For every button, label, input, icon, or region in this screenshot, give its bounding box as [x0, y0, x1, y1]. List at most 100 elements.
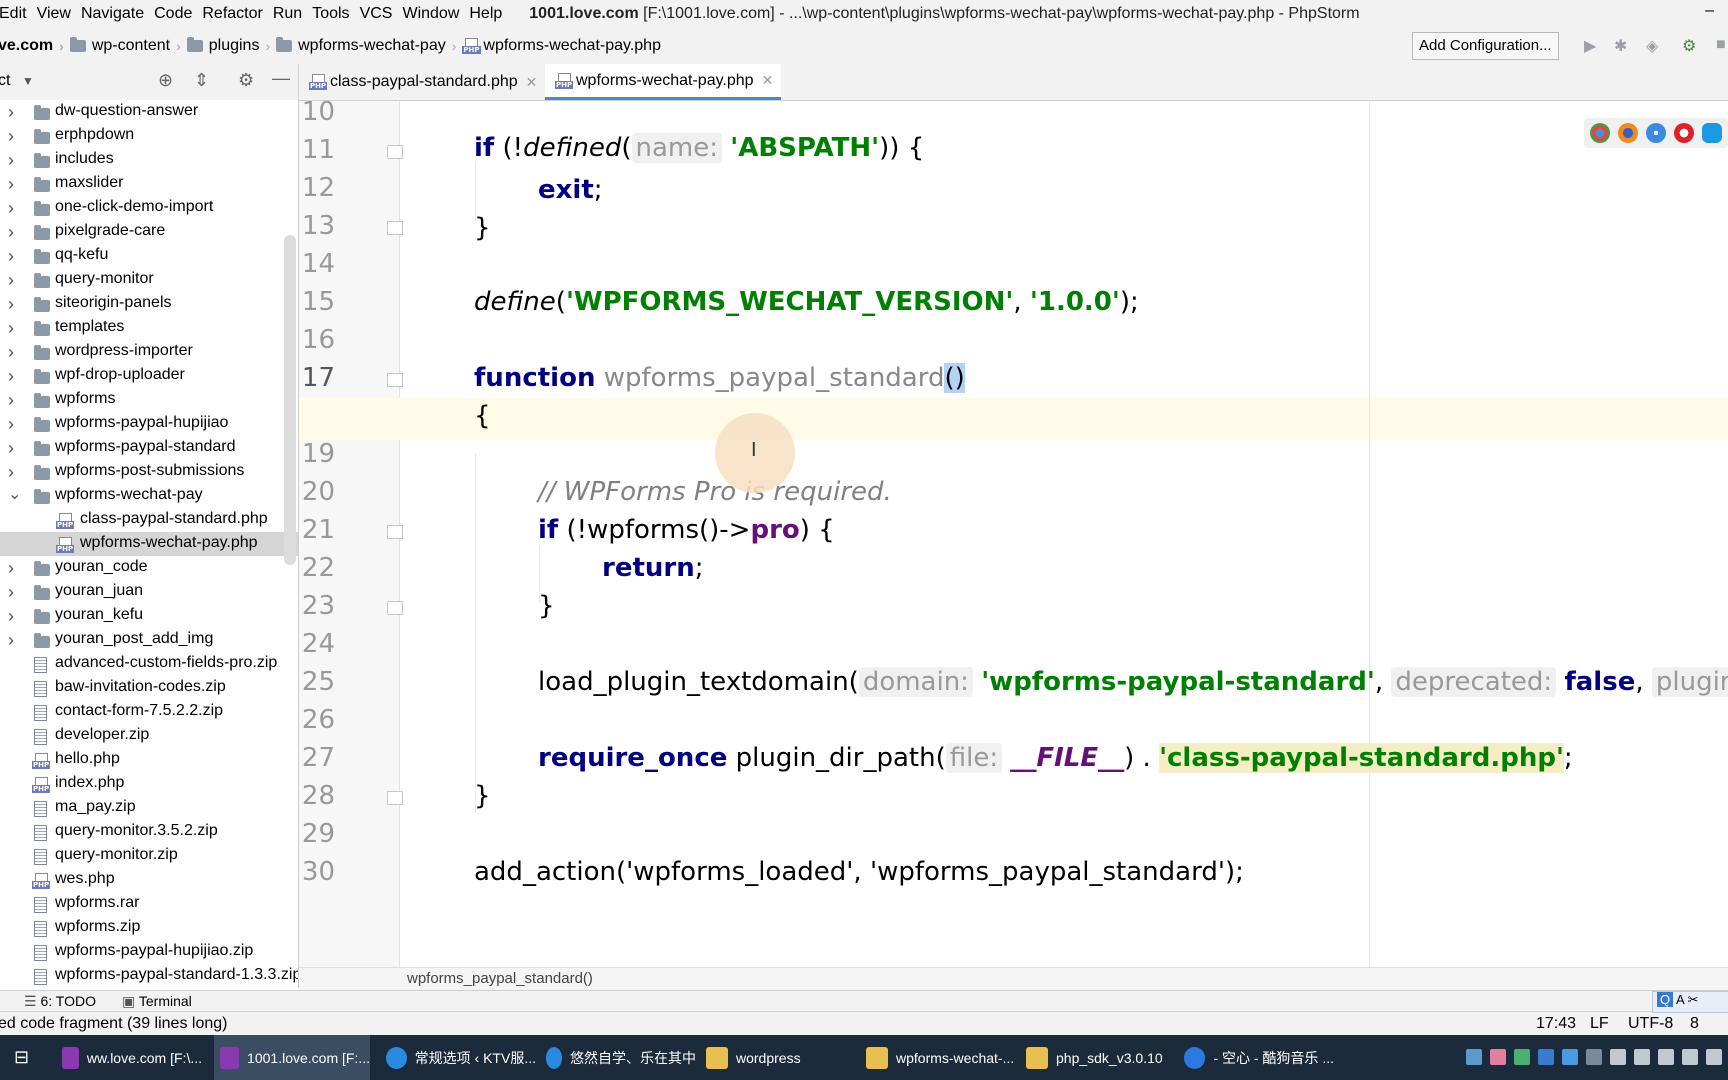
- tab-wpforms-wechat-pay[interactable]: PHP wpforms-wechat-pay.php ✕: [545, 64, 781, 100]
- chevron-right-icon[interactable]: ›: [8, 149, 14, 170]
- firefox-icon[interactable]: [1618, 123, 1638, 143]
- taskbar-item-music[interactable]: - 空心 - 酷狗音乐 ...: [1178, 1035, 1334, 1080]
- chevron-right-icon[interactable]: ›: [8, 557, 14, 578]
- run-icon[interactable]: ▶: [1584, 38, 1597, 55]
- collapse-icon[interactable]: ⇕: [194, 70, 210, 90]
- taskbar-item-phpstorm-2[interactable]: 1001.love.com [F:...: [214, 1035, 370, 1080]
- tree-item[interactable]: ›wpforms: [0, 388, 298, 412]
- chevron-right-icon[interactable]: ›: [8, 101, 14, 122]
- taskbar-item-phpstorm-1[interactable]: ww.love.com [F:\...: [56, 1035, 202, 1080]
- locate-icon[interactable]: ⊕: [158, 70, 174, 90]
- fold-marker-icon[interactable]: [387, 525, 403, 539]
- tree-item[interactable]: ›dw-question-answer: [0, 100, 298, 124]
- tray-app-icon[interactable]: [1538, 1049, 1554, 1065]
- minimize-icon[interactable]: –: [1705, 2, 1714, 19]
- fold-marker-icon[interactable]: [387, 221, 403, 235]
- volume-icon[interactable]: [1706, 1049, 1722, 1065]
- tree-item[interactable]: ›maxslider: [0, 172, 298, 196]
- chevron-right-icon[interactable]: ›: [8, 629, 14, 650]
- tree-item[interactable]: ›youran_juan: [0, 580, 298, 604]
- tree-item[interactable]: wpforms-paypal-hupijiao.zip: [0, 940, 298, 964]
- microphone-icon[interactable]: [1634, 1049, 1650, 1065]
- tree-item[interactable]: ›pixelgrade-care: [0, 220, 298, 244]
- tree-item[interactable]: ›wpforms-post-submissions: [0, 460, 298, 484]
- breadcrumb-wp-content[interactable]: wp-content›: [69, 37, 187, 55]
- menu-help[interactable]: Help: [469, 5, 503, 22]
- close-icon[interactable]: ✕: [525, 73, 538, 90]
- chevron-right-icon[interactable]: ›: [8, 437, 14, 458]
- breadcrumb-plugins[interactable]: plugins›: [186, 37, 276, 55]
- menu-code[interactable]: Code: [154, 5, 193, 22]
- tray-app-icon[interactable]: [1514, 1049, 1530, 1065]
- tray-app-icon[interactable]: [1466, 1049, 1482, 1065]
- chevron-right-icon[interactable]: ›: [8, 389, 14, 410]
- tree-item[interactable]: ⌄wpforms-wechat-pay: [0, 484, 298, 508]
- code-editor[interactable]: 1011121314151617181920212223242526272829…: [299, 101, 1728, 967]
- tree-item[interactable]: ›query-monitor: [0, 268, 298, 292]
- stop-icon[interactable]: ■: [1716, 36, 1726, 53]
- line-separator[interactable]: LF: [1590, 1015, 1609, 1032]
- tree-item[interactable]: ›wpf-drop-uploader: [0, 364, 298, 388]
- chevron-right-icon[interactable]: ›: [8, 365, 14, 386]
- fold-marker-icon[interactable]: [387, 145, 403, 159]
- chevron-down-icon[interactable]: ⌄: [8, 486, 22, 503]
- chevron-right-icon[interactable]: ›: [8, 197, 14, 218]
- tree-item[interactable]: wpforms.rar: [0, 892, 298, 916]
- hide-icon[interactable]: —: [272, 68, 290, 88]
- chevron-right-icon[interactable]: ›: [8, 245, 14, 266]
- add-configuration-button[interactable]: Add Configuration...: [1412, 32, 1559, 60]
- menu-run[interactable]: Run: [272, 5, 303, 22]
- tray-app-icon[interactable]: [1562, 1049, 1578, 1065]
- tab-class-paypal-standard[interactable]: PHP class-paypal-standard.php ✕: [309, 64, 541, 100]
- chevron-right-icon[interactable]: ›: [8, 293, 14, 314]
- tree-item[interactable]: ›youran_post_add_img: [0, 628, 298, 652]
- taskbar-item-browser-2[interactable]: 悠然自学、乐在其中: [540, 1035, 696, 1080]
- chevron-right-icon[interactable]: ›: [8, 605, 14, 626]
- chevron-down-icon[interactable]: ▼: [22, 74, 34, 88]
- chevron-right-icon[interactable]: ›: [8, 173, 14, 194]
- tree-item[interactable]: ›siteorigin-panels: [0, 292, 298, 316]
- tree-item[interactable]: developer.zip: [0, 724, 298, 748]
- chevron-right-icon[interactable]: ›: [8, 125, 14, 146]
- chevron-right-icon[interactable]: ›: [8, 413, 14, 434]
- ie-icon[interactable]: [1702, 123, 1722, 143]
- menu-tools[interactable]: Tools: [312, 5, 350, 22]
- chrome-icon[interactable]: [1590, 123, 1610, 143]
- menu-vcs[interactable]: VCS: [359, 5, 393, 22]
- chevron-right-icon[interactable]: ›: [8, 341, 14, 362]
- tree-item[interactable]: wpforms.zip: [0, 916, 298, 940]
- tree-item[interactable]: ›includes: [0, 148, 298, 172]
- chevron-right-icon[interactable]: ›: [8, 269, 14, 290]
- tree-item[interactable]: contact-form-7.5.2.2.zip: [0, 700, 298, 724]
- chevron-right-icon[interactable]: ›: [8, 221, 14, 242]
- taskbar-item-folder-sdk[interactable]: php_sdk_v3.0.10: [1020, 1035, 1176, 1080]
- taskbar-item-browser-1[interactable]: 常规选项 ‹ KTV服...: [380, 1035, 536, 1080]
- tree-item[interactable]: ›one-click-demo-import: [0, 196, 298, 220]
- tree-item[interactable]: advanced-custom-fields-pro.zip: [0, 652, 298, 676]
- tree-item[interactable]: ›templates: [0, 316, 298, 340]
- tree-item[interactable]: ›wpforms-paypal-standard: [0, 436, 298, 460]
- gear-icon[interactable]: ⚙: [238, 70, 255, 90]
- project-panel-title[interactable]: ct: [0, 72, 11, 89]
- tree-item[interactable]: ›erphpdown: [0, 124, 298, 148]
- shield-icon[interactable]: [1610, 1049, 1626, 1065]
- task-view-icon[interactable]: ⊟: [14, 1047, 30, 1067]
- coverage-icon[interactable]: ◈: [1646, 38, 1659, 55]
- menu-refactor[interactable]: Refactor: [202, 5, 263, 22]
- tree-item[interactable]: ›wordpress-importer: [0, 340, 298, 364]
- tree-item[interactable]: wpforms-paypal-standard-1.3.3.zip: [0, 964, 298, 988]
- tree-scrollbar[interactable]: [284, 235, 296, 565]
- menu-window[interactable]: Window: [402, 5, 460, 22]
- battery-icon[interactable]: [1658, 1049, 1674, 1065]
- terminal-tool-button[interactable]: ▣ Terminal: [122, 993, 192, 1010]
- tools-icon[interactable]: ⚙: [1682, 38, 1697, 55]
- opera-icon[interactable]: [1674, 123, 1694, 143]
- menu-view[interactable]: View: [36, 5, 71, 22]
- chevron-right-icon[interactable]: ›: [8, 317, 14, 338]
- file-encoding[interactable]: UTF-8: [1628, 1015, 1674, 1032]
- breadcrumb-wechat-pay[interactable]: wpforms-wechat-pay›: [276, 37, 462, 55]
